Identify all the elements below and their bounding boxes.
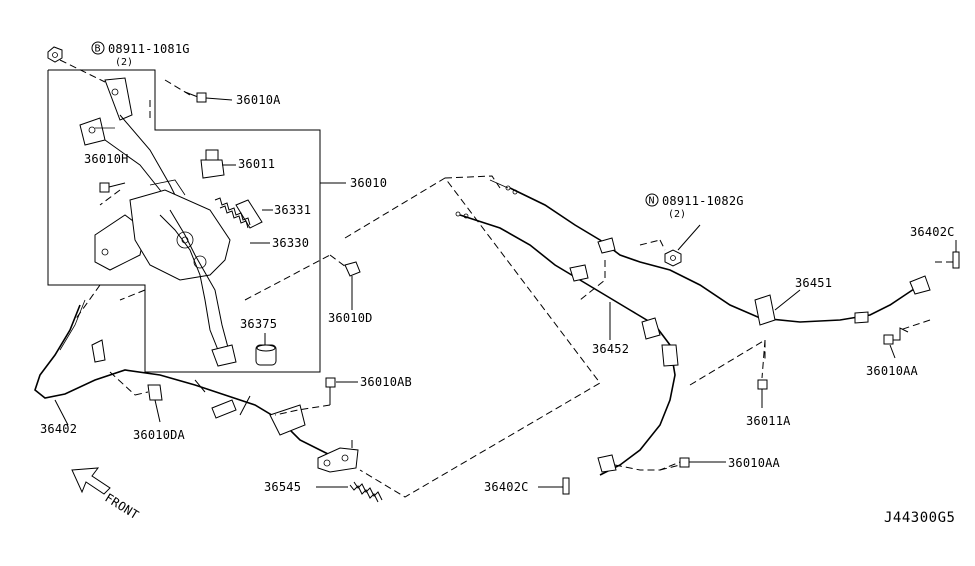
label-36010ab: 36010AB (360, 375, 412, 389)
label-36010aa-right: 36010AA (866, 364, 919, 378)
label-36010h: 36010H (84, 152, 129, 166)
clip-36010d (344, 261, 361, 310)
equalizer-bracket (317, 440, 359, 473)
cable-36402 (34, 299, 331, 456)
svg-text:B: B (95, 44, 101, 55)
label-36011: 36011 (238, 157, 275, 171)
bolt-36011a (757, 339, 768, 408)
spring-36331 (235, 199, 273, 229)
label-36010aa-bottom: 36010AA (728, 456, 781, 470)
spring-36545 (316, 481, 383, 503)
label-36402c-bottom: 36402C (484, 480, 529, 494)
cable-36451 (489, 179, 931, 326)
label-36402: 36402 (40, 422, 77, 436)
rear-cable-region (344, 175, 601, 498)
nut-b-symbol-icon: B (91, 41, 105, 55)
label-front: FRONT (102, 491, 141, 523)
label-36010d: 36010D (328, 311, 373, 325)
label-36010da: 36010DA (133, 428, 186, 442)
bolt-36010a (184, 91, 233, 103)
label-36010a: 36010A (236, 93, 281, 107)
bolt-36010h (99, 182, 126, 193)
label-36330: 36330 (272, 236, 309, 250)
label-36452: 36452 (592, 342, 629, 356)
leader-lines-right (579, 239, 955, 471)
label-08911-1082g-qty: (2) (668, 209, 686, 220)
pedal-assembly-frame (47, 69, 321, 373)
diagram-id: J44300G5 (884, 510, 955, 526)
pedal-bracket (79, 77, 237, 367)
label-08911-1081g-qty: (2) (115, 57, 133, 68)
svg-text:N: N (649, 196, 655, 207)
bolt-36010aa-bottom (614, 457, 726, 471)
bolt-36010ab (274, 377, 358, 416)
label-08911-1081g: 08911-1081G (108, 42, 190, 56)
label-36402c-top: 36402C (910, 225, 955, 239)
label-08911-1082g: 08911-1082G (662, 194, 744, 208)
switch-36011 (200, 149, 236, 179)
bolt-36010aa-right (883, 327, 909, 359)
pad-36375 (255, 333, 277, 366)
pin-36402c-bottom (538, 477, 570, 495)
label-36545: 36545 (264, 480, 301, 494)
cable-36452 (455, 211, 679, 476)
label-36010: 36010 (350, 176, 387, 190)
nut-08911-1081g (47, 46, 63, 63)
nut-08911-1082g (664, 224, 701, 267)
nut-n-symbol-icon: N (645, 193, 659, 207)
label-36011a: 36011A (746, 414, 791, 428)
label-36451: 36451 (795, 276, 832, 290)
label-36375: 36375 (240, 317, 277, 331)
pin-36402c-top (952, 240, 960, 269)
front-arrow-icon (71, 467, 111, 495)
label-36331: 36331 (274, 203, 311, 217)
spring-36330 (214, 197, 270, 244)
leader-36402 (54, 399, 69, 426)
clip-36010da (109, 371, 163, 423)
